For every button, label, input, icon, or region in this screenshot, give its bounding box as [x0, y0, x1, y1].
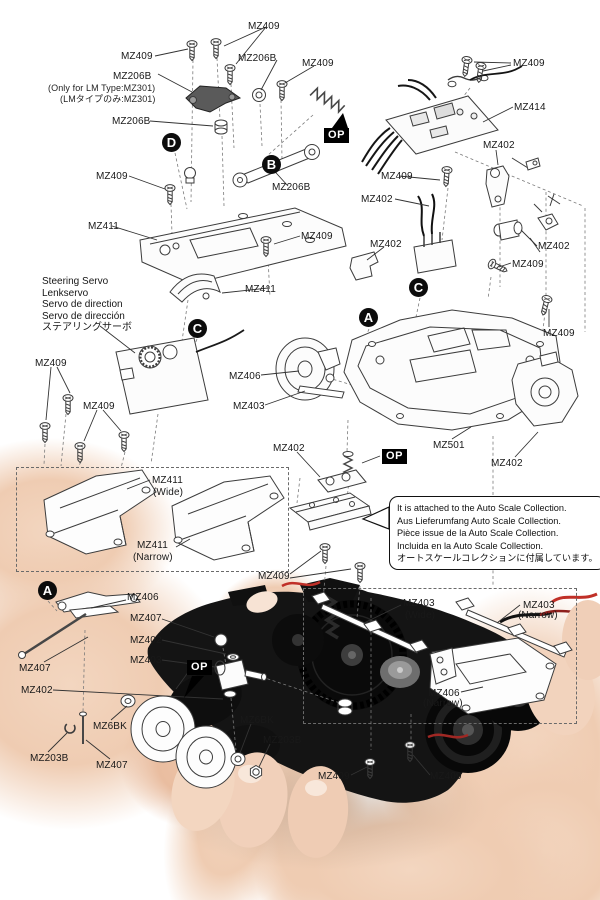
part-label: MZ406: [428, 688, 460, 699]
shock-spring: [322, 594, 341, 640]
part-label: MZ411: [88, 221, 119, 232]
note-line: Steering Servo: [42, 276, 109, 287]
note-line: Pièce issue de la Auto Scale Collection.: [397, 528, 559, 539]
fingernail: [246, 591, 278, 613]
part-label: (Wide): [153, 487, 184, 498]
op-tail-photo: [184, 676, 204, 698]
part-label: MZ411: [245, 284, 276, 295]
tie-rod-options: [311, 591, 573, 715]
part-label: MZ402: [483, 140, 515, 151]
note-line: Incluida en la Auto Scale Collection.: [397, 540, 544, 551]
servo-mount-plate: [139, 207, 347, 285]
part-label: MZ409: [381, 171, 413, 182]
part-label: MZ6BK: [240, 715, 274, 726]
part-label: MZ406: [127, 592, 159, 603]
part-label: MZ206B: [238, 53, 277, 64]
note-line: Lenkservo: [42, 287, 89, 299]
step-badge-a: A: [359, 308, 378, 327]
step-badge-a2: A: [38, 581, 57, 600]
note-line: Aus Lieferumfang Auto Scale Collection.: [397, 515, 561, 526]
part-label: MZ409: [83, 401, 115, 412]
steering-servo-note: Steering Servo Lenkservo Servo de direct…: [42, 276, 132, 334]
part-label: MZ402: [21, 685, 53, 696]
part-label: MZ403: [523, 600, 555, 611]
part-label: (Narrow): [518, 610, 558, 621]
part-label: MZ411: [152, 475, 183, 486]
part-label-note: (Only for LM Type:MZ301): [48, 83, 156, 93]
part-label: MZ407: [130, 613, 162, 624]
part-label: MZ403: [130, 655, 162, 666]
part-label: MZ402: [538, 241, 570, 252]
part-label: MZ409: [430, 771, 462, 782]
part-label: MZ409: [248, 21, 280, 32]
part-label: MZ203B: [30, 753, 69, 764]
part-label: MZ406: [229, 371, 261, 382]
part-label: MZ206B: [113, 71, 152, 82]
leader-lines: [43, 26, 550, 776]
part-label: MZ409: [512, 259, 544, 270]
motor-mount: [511, 351, 579, 427]
step-badge-b: B: [262, 155, 281, 174]
mz403-options-box: [303, 588, 577, 724]
option-tag: OP: [187, 660, 212, 675]
part-label: MZ414: [514, 102, 546, 113]
part-label: MZ402: [370, 239, 402, 250]
part-label: MZ6BK: [93, 721, 127, 732]
part-label: MZ407: [96, 760, 128, 771]
connector-parts: [349, 193, 457, 281]
part-label: (Narrow): [133, 552, 173, 563]
step-badge-d: D: [162, 133, 181, 152]
part-label: MZ407: [19, 663, 51, 674]
part-label: MZ409: [513, 58, 545, 69]
part-label: MZ409: [302, 58, 334, 69]
front-suspension-parts: [18, 591, 416, 789]
center-plate-parts: [288, 451, 390, 583]
front-wheel-parts: [275, 337, 345, 401]
option-tag: OP: [324, 128, 349, 143]
part-label: MZ409: [318, 771, 350, 782]
mz411-options-box: [16, 467, 289, 572]
part-label: MZ409: [121, 51, 153, 62]
step-badge-c2: C: [409, 278, 428, 297]
step-badge-c: C: [188, 319, 207, 338]
part-label: MZ409: [543, 328, 575, 339]
option-tag: OP: [382, 449, 407, 464]
part-label: MZ409: [258, 571, 290, 582]
part-label: MZ206B: [272, 182, 311, 193]
part-label: MZ501: [433, 440, 465, 451]
part-label: (Wide): [405, 610, 436, 621]
part-label: MZ411: [137, 540, 168, 551]
part-label: MZ402: [130, 635, 162, 646]
part-label: MZ409: [96, 171, 128, 182]
note-line: オートスケールコレクションに付属しています。: [397, 553, 598, 564]
part-label: MZ402: [491, 458, 523, 469]
part-label: MZ409: [35, 358, 67, 369]
pcb-unit: [361, 55, 523, 175]
part-label: MZ403: [403, 598, 435, 609]
note-line: It is attached to the Auto Scale Collect…: [397, 503, 567, 513]
part-label: (Narrow): [423, 698, 463, 709]
part-label: MZ203B: [263, 735, 302, 746]
part-label-note: (LMタイプのみ:MZ301): [60, 94, 156, 104]
op-tail-top: [332, 113, 348, 128]
note-line: ステアリングサーボ: [42, 322, 132, 333]
part-label: MZ402: [273, 443, 305, 454]
red-wire: [551, 592, 598, 604]
mz411-covers: [43, 469, 285, 561]
steering-servo-parts: [115, 273, 245, 415]
option-spring: [309, 86, 346, 115]
part-label: MZ409: [301, 231, 333, 242]
part-label: MZ402: [361, 194, 393, 205]
right-linkage-parts: [440, 157, 561, 317]
note-line: Servo de direction: [42, 299, 123, 310]
note-line: Servo de dirección: [42, 310, 125, 322]
auto-scale-note: It is attached to the Auto Scale Collect…: [389, 496, 600, 570]
part-label: MZ403: [233, 401, 265, 412]
part-label: MZ206B: [112, 116, 151, 127]
